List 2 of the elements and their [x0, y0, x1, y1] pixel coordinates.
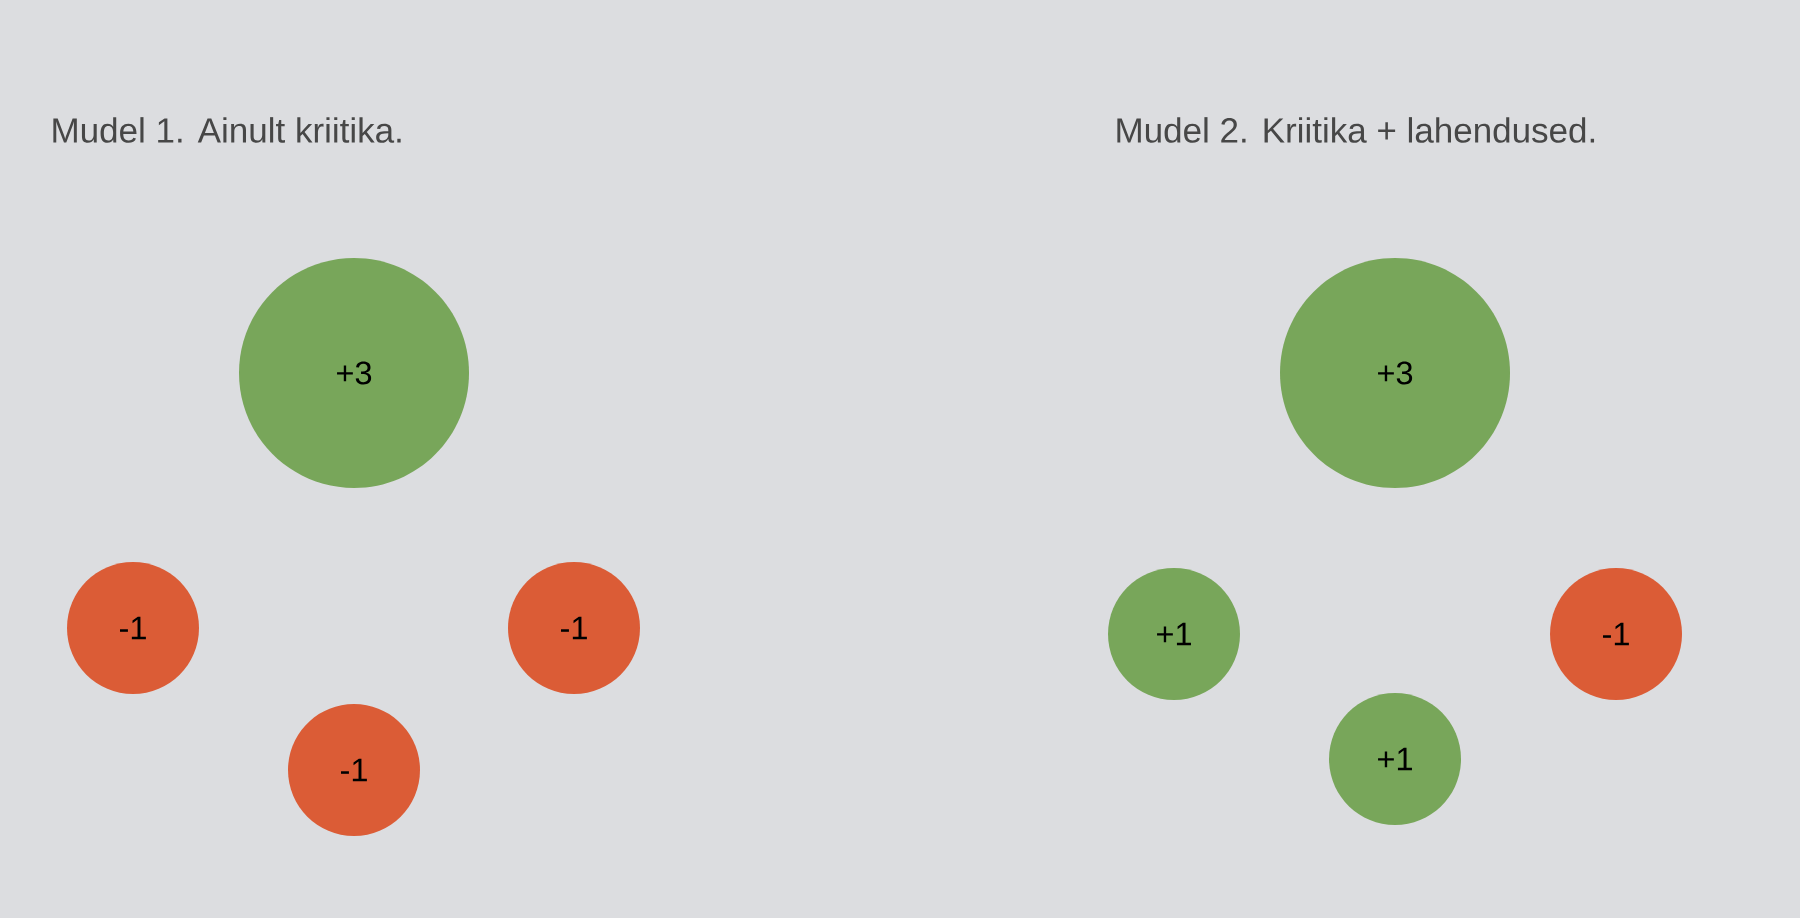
model-title: Mudel 1. Ainult kriitika. [53, 117, 401, 143]
model-title: Mudel 2. Kriitika + lahendused. [1117, 117, 1595, 143]
